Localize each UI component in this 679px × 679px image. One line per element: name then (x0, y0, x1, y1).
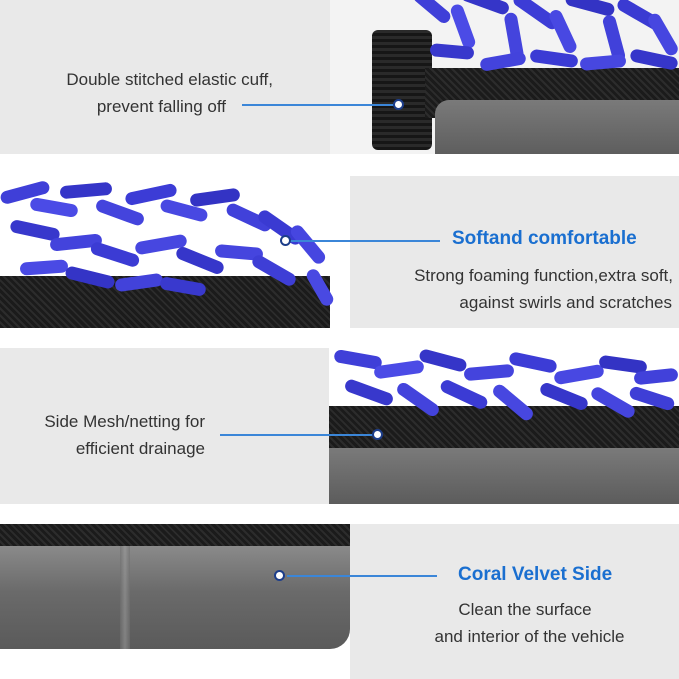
coral-headline: Coral Velvet Side (458, 564, 613, 585)
mesh-photo (329, 348, 679, 504)
coral-leader-line (287, 575, 437, 577)
soft-line-2: against swirls and scratches (459, 293, 672, 312)
cuff-description: Double stitched elastic cuff, prevent fa… (0, 66, 273, 120)
mesh-marker-dot (372, 429, 383, 440)
mesh-line-1: Side Mesh/netting for (44, 412, 205, 431)
coral-velvet-layer (0, 546, 350, 649)
soft-marker-dot (280, 235, 291, 246)
cuff-marker-dot (393, 99, 404, 110)
mesh-leader-line (220, 434, 375, 436)
chenille-fibers (329, 348, 679, 423)
coral-velvet-layer (329, 448, 679, 504)
velvet-fold (120, 546, 130, 649)
chenille-photo (0, 176, 350, 328)
elastic-cuff (372, 30, 432, 150)
coral-velvet-photo (0, 524, 350, 679)
mesh-line-2: efficient drainage (75, 439, 205, 458)
cuff-line-1: Double stitched elastic cuff, (66, 70, 273, 89)
cuff-photo (330, 0, 679, 154)
cuff-line-2: prevent falling off (96, 97, 226, 116)
coral-line-2: and interior of the vehicle (434, 627, 625, 646)
chenille-fibers (400, 0, 679, 85)
coral-line-1: Clean the surface (458, 600, 592, 619)
coral-marker-dot (274, 570, 285, 581)
coral-description: Clean the surface and interior of the ve… (380, 596, 664, 650)
mesh-description: Side Mesh/netting for efficient drainage (0, 408, 205, 462)
cuff-leader-line (242, 104, 397, 106)
coral-velvet-layer (435, 100, 679, 154)
soft-description: Strong foaming function,extra soft, agai… (355, 262, 673, 316)
soft-line-1: Strong foaming function,extra soft, (414, 266, 673, 285)
soft-headline: Softand comfortable (452, 228, 637, 249)
soft-leader-line (290, 240, 440, 242)
